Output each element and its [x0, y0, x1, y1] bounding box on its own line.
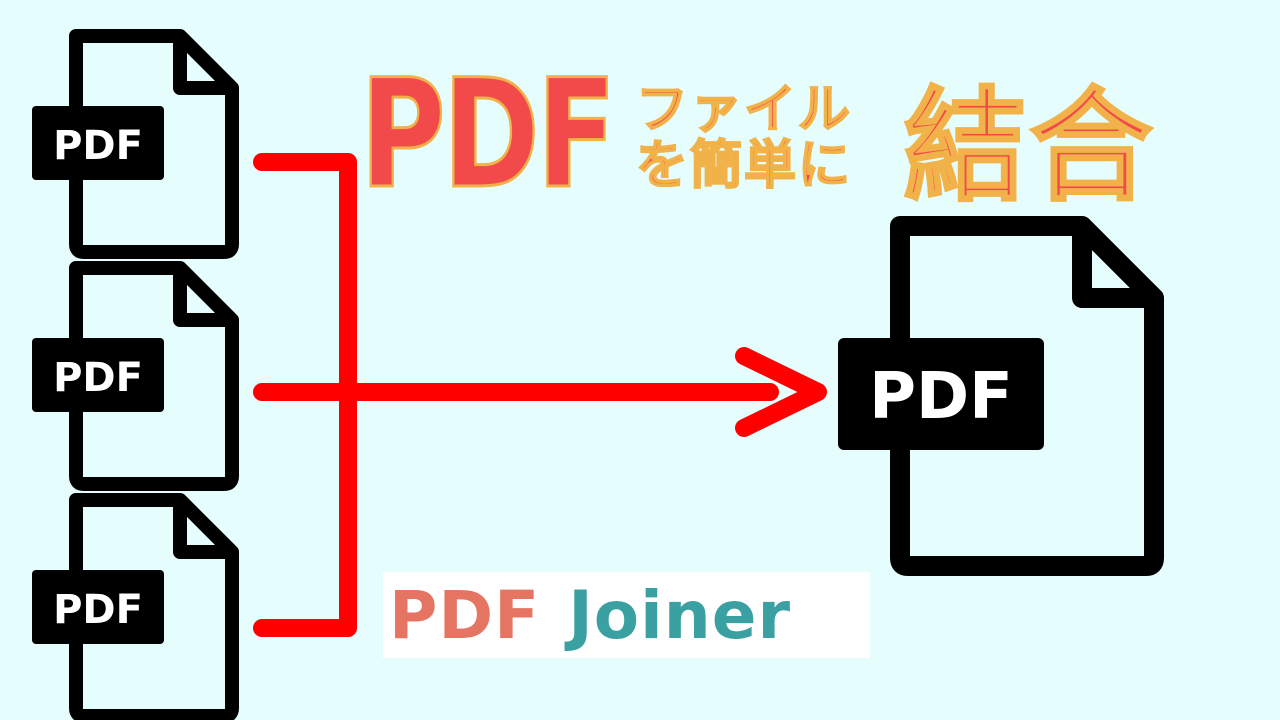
- connector-top: [253, 153, 357, 401]
- pdf-file-icon-3: PDF: [30, 492, 244, 720]
- title-pdf: PDF: [359, 48, 618, 222]
- pdf-file-icon-2: PDF: [30, 260, 244, 492]
- title-line-2: を簡単に: [635, 136, 853, 197]
- title-subtext: ファイル を簡単に: [635, 80, 876, 197]
- logo-part-joiner: Joiner: [568, 576, 792, 654]
- arrow-head: [735, 347, 827, 437]
- source-label-2: PDF: [53, 355, 143, 401]
- result-label: PDF: [869, 360, 1013, 434]
- connector-bottom: [253, 383, 357, 637]
- title-merge: 結合: [903, 76, 1156, 218]
- title-line-1: ファイル: [635, 80, 853, 140]
- source-label-1: PDF: [53, 123, 143, 169]
- source-label-3: PDF: [53, 587, 143, 633]
- pdf-joiner-logo: PDF Joiner: [383, 572, 870, 658]
- merged-pdf-file-icon: PDF: [836, 214, 1170, 576]
- logo-part-pdf: PDF: [389, 576, 541, 654]
- pdf-file-icon-1: PDF: [30, 28, 244, 260]
